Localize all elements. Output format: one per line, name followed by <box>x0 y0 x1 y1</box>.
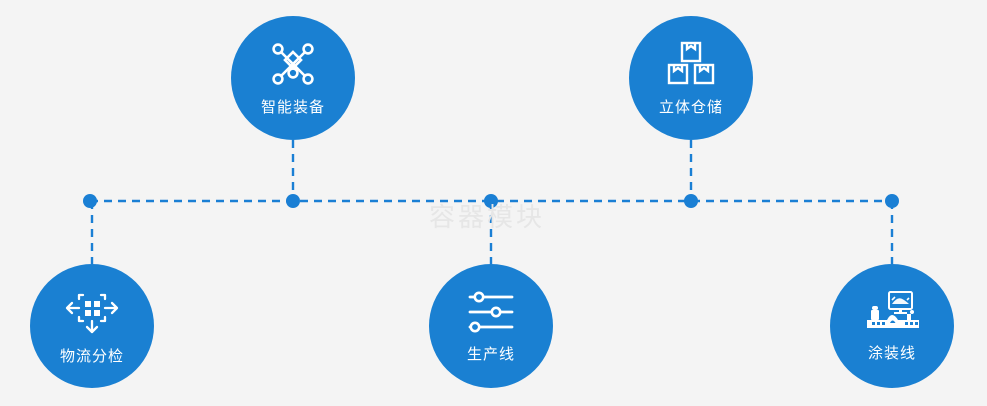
watermark-text: 容器模块 <box>429 201 546 232</box>
node-label: 立体仓储 <box>658 97 723 116</box>
node-painting-line[interactable]: 涂装线 <box>830 264 954 388</box>
factory-monitor-icon <box>861 290 923 334</box>
node-label: 智能装备 <box>260 97 325 116</box>
node-label: 涂装线 <box>867 343 916 362</box>
junction-logistics[interactable] <box>83 194 97 208</box>
node-production-line[interactable]: 生产线 <box>429 264 553 388</box>
node-label: 物流分检 <box>59 346 124 365</box>
junction-warehouse[interactable] <box>684 194 698 208</box>
junction-equipment[interactable] <box>286 194 300 208</box>
sliders-icon <box>465 289 517 335</box>
node-logistics-sorting[interactable]: 物流分检 <box>30 264 154 388</box>
stacked-boxes-icon <box>666 40 716 88</box>
sorting-arrows-icon <box>63 287 121 337</box>
node-stereoscopic-warehouse[interactable]: 立体仓储 <box>629 16 753 140</box>
network-nodes-icon <box>267 40 319 88</box>
node-label: 生产线 <box>466 344 515 363</box>
node-intelligent-equipment[interactable]: 智能装备 <box>231 16 355 140</box>
junction-painting[interactable] <box>885 194 899 208</box>
